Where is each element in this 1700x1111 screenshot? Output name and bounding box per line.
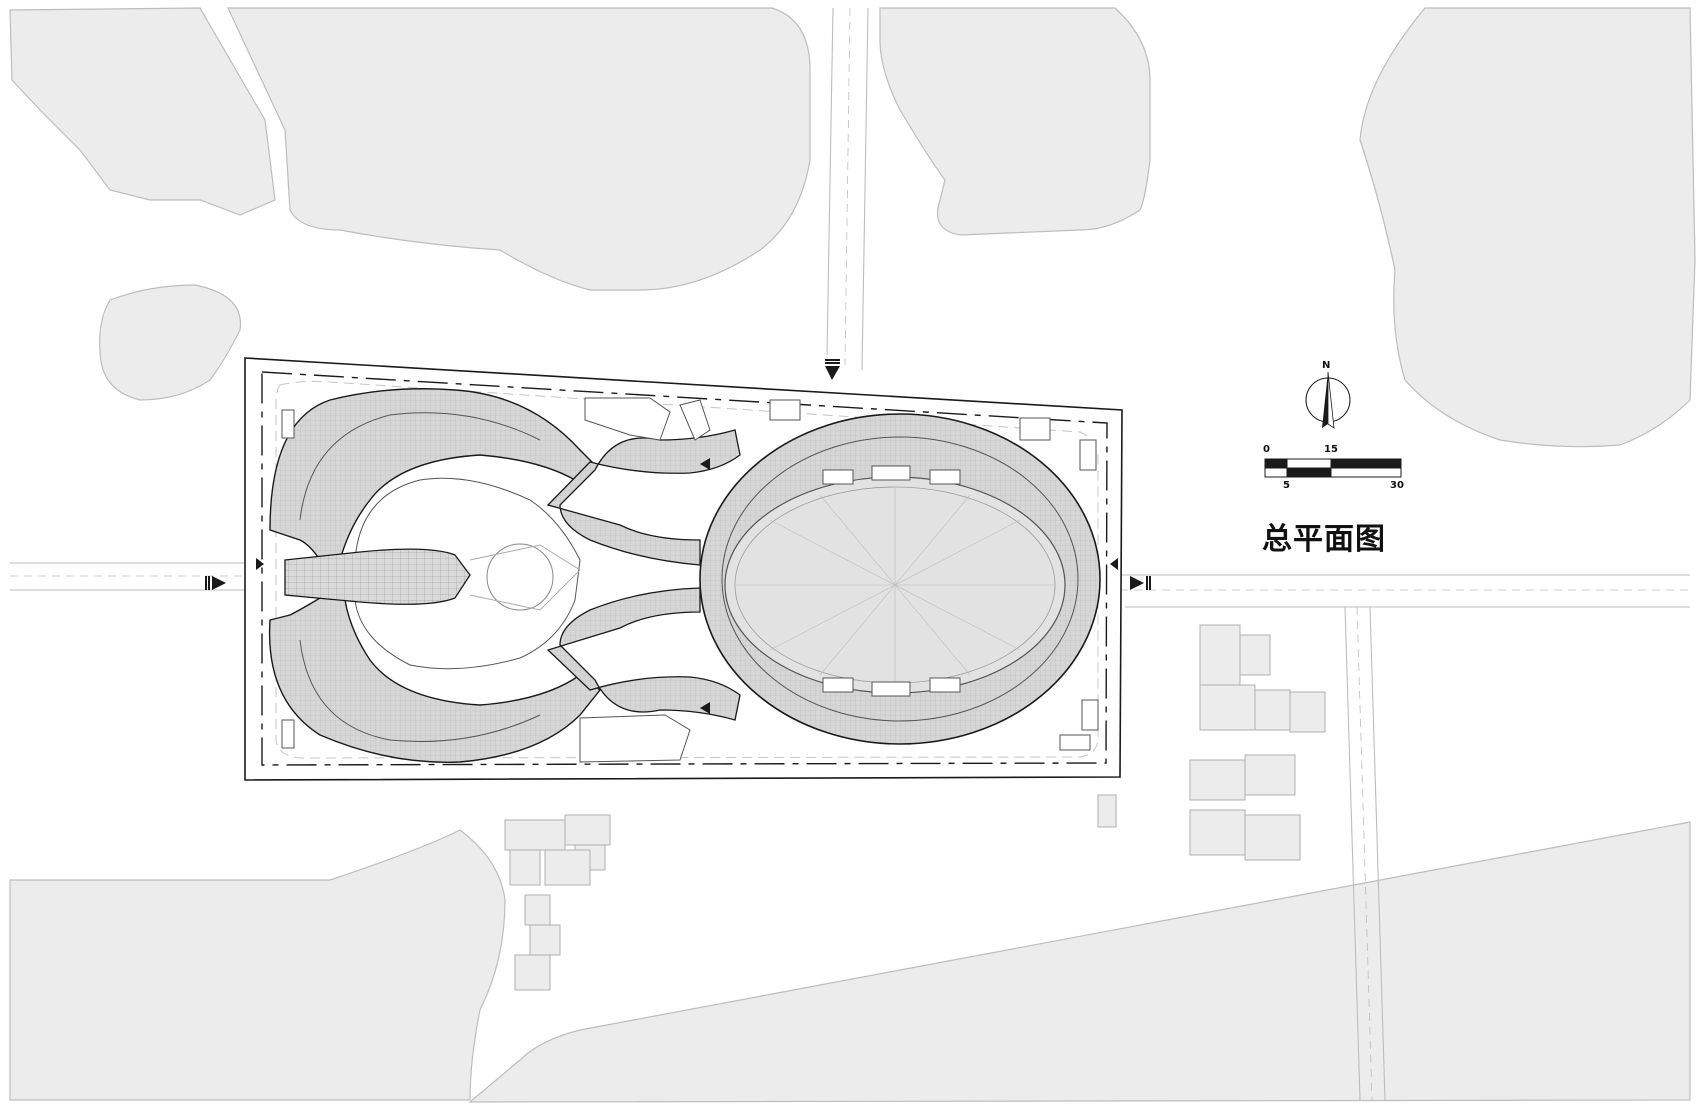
- roads: [10, 7, 1690, 1101]
- village-houses: [504, 624, 1326, 991]
- scale-label-15: 15: [1324, 444, 1338, 455]
- parcel-east: [1359, 7, 1696, 448]
- scale-label-30: 30: [1390, 480, 1404, 491]
- parcel-sw: [9, 829, 506, 1101]
- scale-label-0: 0: [1263, 444, 1270, 455]
- west-loop-building: [268, 388, 601, 763]
- parcel-nw: [9, 7, 276, 216]
- north-arrow-icon: [1305, 371, 1351, 429]
- scale-label-5: 5: [1283, 480, 1290, 491]
- north-label: N: [1322, 360, 1331, 371]
- waist-connectors: [546, 429, 741, 721]
- skylights: [822, 465, 961, 697]
- parcel-north-center: [227, 7, 811, 291]
- entrance-arrow-west: [212, 576, 226, 590]
- surrounding-land: [9, 7, 1696, 1103]
- entrance-markers: [205, 359, 1151, 714]
- entrance-arrow-north: [825, 366, 840, 380]
- parcel-pond: [99, 284, 242, 401]
- scale-bar: [1264, 458, 1402, 478]
- entrance-arrow-east: [1130, 576, 1144, 590]
- ancillary-blocks: [281, 397, 1099, 763]
- parcel-ne-small: [879, 7, 1151, 236]
- east-oval-building: [699, 413, 1101, 745]
- parcel-river: [468, 821, 1691, 1103]
- drawing-title: 总平面图: [1262, 522, 1386, 557]
